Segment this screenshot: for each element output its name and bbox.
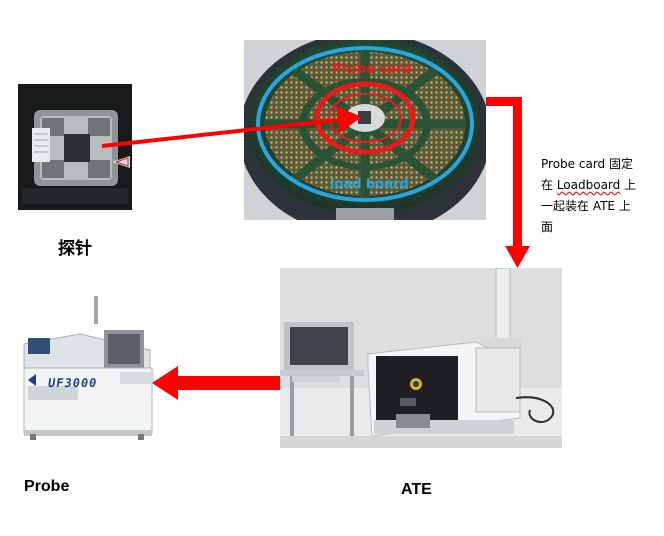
probe-needle-illustration bbox=[18, 84, 132, 210]
ate-label: ATE bbox=[401, 481, 432, 498]
probe-label: Probe bbox=[24, 478, 70, 495]
note-line-1: Probe card 固定 bbox=[541, 154, 657, 175]
note-line-2: 在 Loadboard 上 bbox=[541, 175, 657, 196]
probe-card-note: Probe card 固定 在 Loadboard 上 一起装在 ATE 上 面 bbox=[541, 154, 657, 238]
ate-photo bbox=[280, 268, 562, 448]
probe-needle-photo bbox=[18, 84, 132, 210]
note-line-1a: Probe card bbox=[541, 157, 609, 171]
arrow-ate-to-prober bbox=[152, 366, 280, 400]
probe-card-illustration bbox=[244, 40, 486, 220]
note-loadboard-word: Loadboard bbox=[556, 178, 621, 192]
probe-needle-label: 探针 bbox=[58, 239, 92, 259]
probe-card-photo: Probe card load board bbox=[244, 40, 486, 220]
note-line-3: 一起装在 ATE 上 bbox=[541, 199, 631, 213]
probe-card-overlay-label: Probe card bbox=[332, 62, 412, 77]
note-line-2a: 在 bbox=[541, 178, 557, 192]
note-line-2c: 上 bbox=[620, 178, 637, 192]
load-board-overlay-label: load board bbox=[330, 177, 409, 192]
ate-illustration bbox=[280, 268, 562, 448]
prober-photo: UF3000 bbox=[20, 294, 158, 442]
prober-illustration bbox=[20, 294, 158, 442]
arrow-probecard-to-ate bbox=[486, 97, 530, 268]
arrow-needle-to-probecard bbox=[101, 106, 362, 148]
note-line-1b: 固定 bbox=[608, 157, 633, 171]
note-line-4: 面 bbox=[541, 220, 554, 234]
